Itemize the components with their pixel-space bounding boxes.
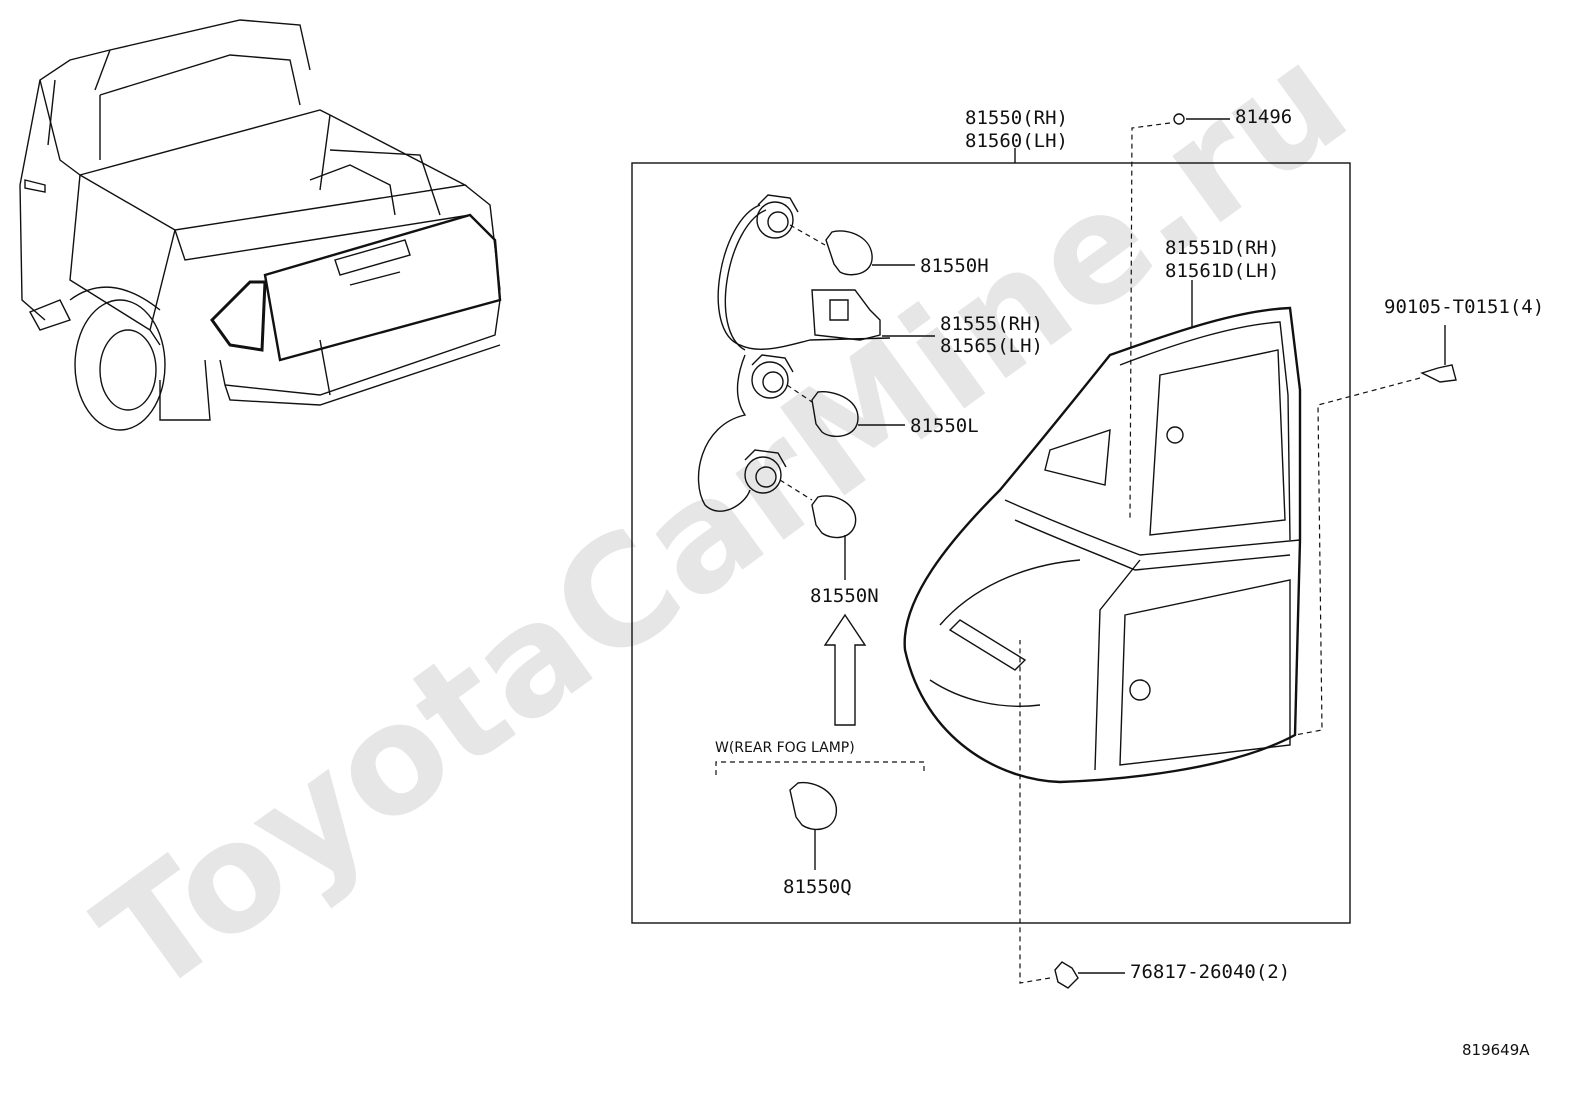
watermark-text: ToyotaCarMine.ru	[69, 12, 1378, 1029]
lens-label-rh: 81551D(RH)	[1165, 237, 1279, 259]
truck-illustration	[19, 19, 502, 431]
bulb-81550h	[789, 224, 915, 276]
socket-wire-harness	[697, 194, 891, 512]
nut-76817	[1019, 640, 1125, 989]
socket-top	[756, 194, 799, 239]
fog-lamp-note: W(REAR FOG LAMP)	[715, 740, 855, 756]
clip-81496	[1129, 113, 1230, 521]
bulb-81550l	[786, 384, 905, 438]
socket-bottom	[744, 449, 787, 494]
bulb-81550h-label: 81550H	[920, 255, 989, 277]
bulb-81550l-label: 81550L	[910, 415, 979, 437]
assembly-frame	[631, 162, 1351, 924]
diagram-code: 819649A	[1462, 1041, 1530, 1059]
assembly-label-rh: 81550(RH)	[965, 107, 1068, 129]
bulb-81550q	[789, 781, 838, 870]
bulb-81550q-label: 81550Q	[783, 876, 852, 898]
socket-wire-label-lh: 81565(LH)	[940, 335, 1043, 357]
bulb-81550n	[779, 479, 857, 580]
socket-wire-label-rh: 81555(RH)	[940, 313, 1043, 335]
tail-lamp-lens	[903, 306, 1302, 784]
lens-label-lh: 81561D(LH)	[1165, 260, 1279, 282]
bulb-81550n-label: 81550N	[810, 585, 879, 607]
clip-label: 81496	[1235, 106, 1292, 128]
assembly-label-lh: 81560(LH)	[965, 130, 1068, 152]
screw-90105	[1294, 325, 1457, 736]
socket-middle	[751, 354, 794, 399]
nut-label: 76817-26040(2)	[1130, 961, 1290, 983]
screw-label: 90105-T0151(4)	[1384, 296, 1544, 318]
arrow-up-icon	[823, 613, 867, 726]
